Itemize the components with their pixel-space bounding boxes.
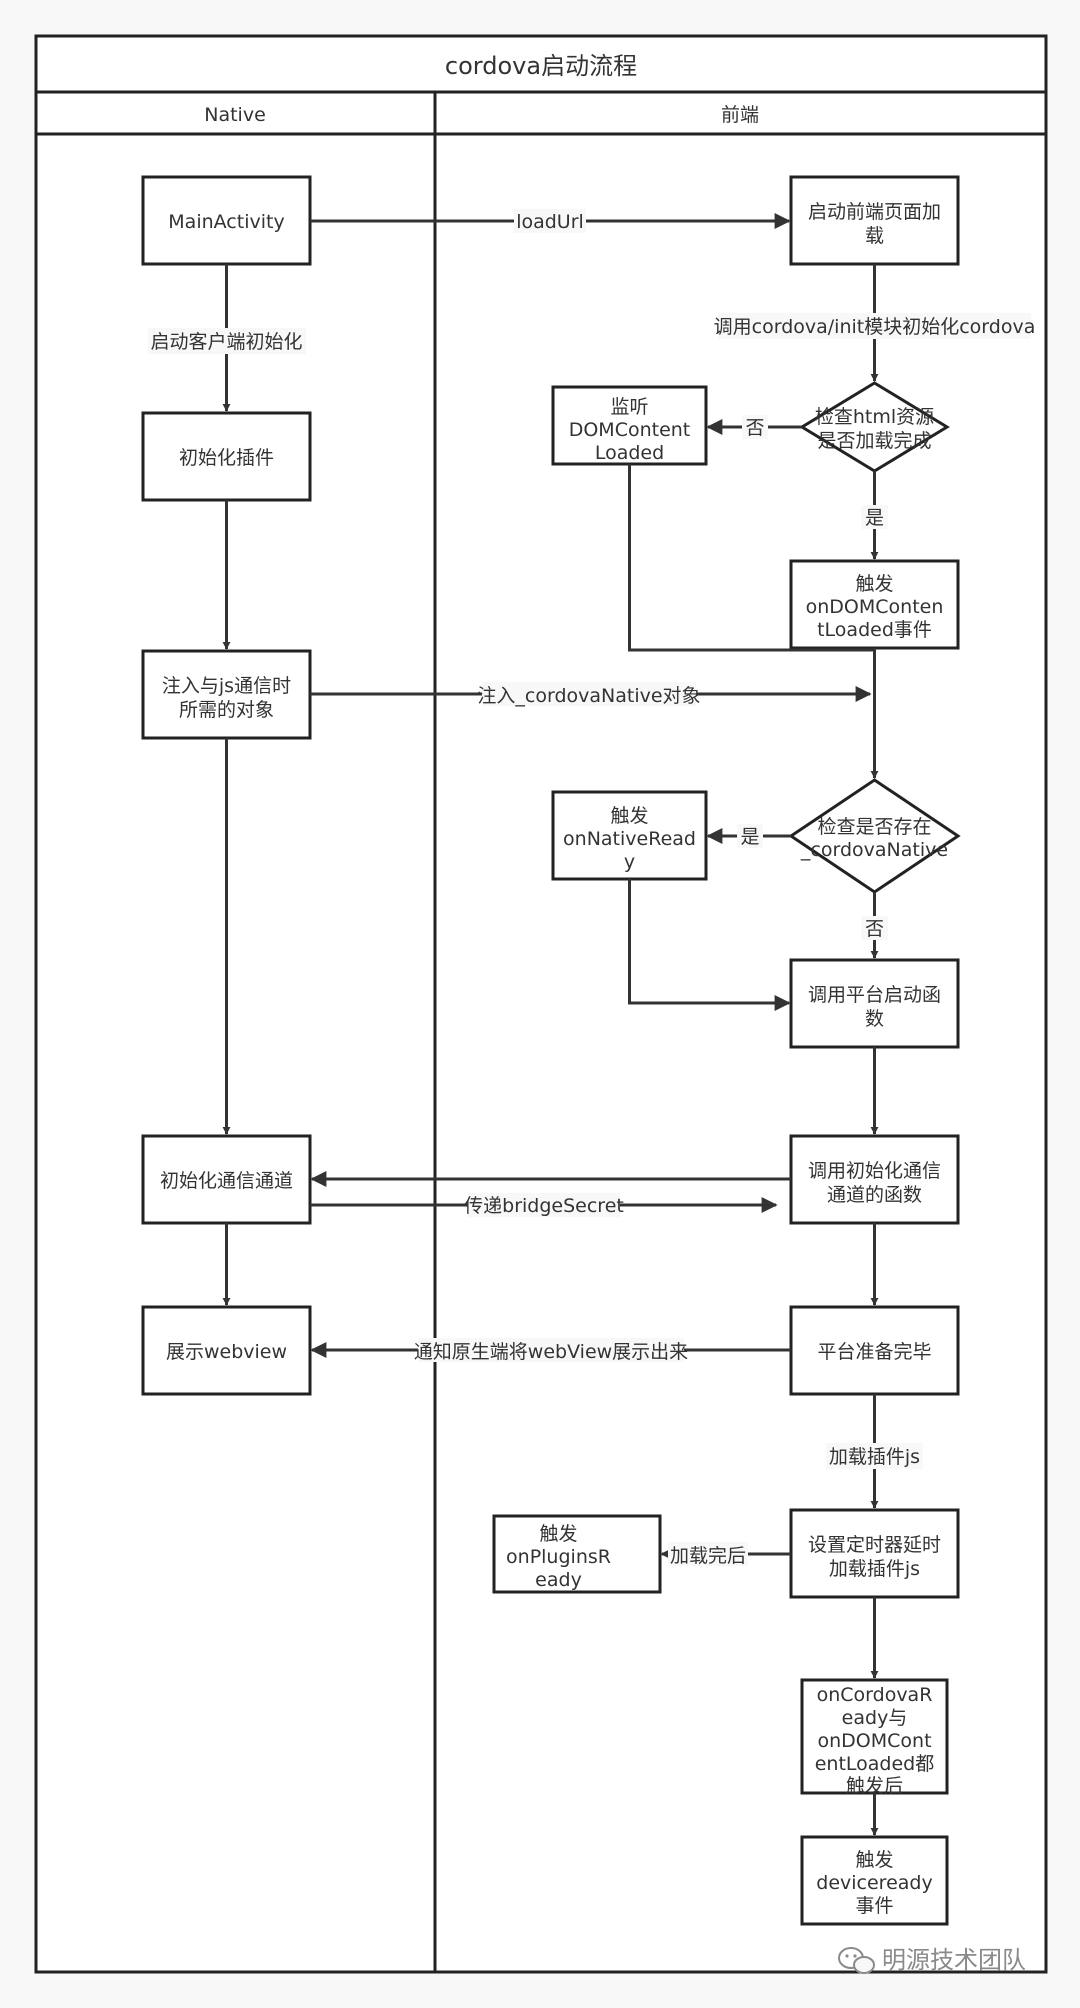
- label-call-init-module: 调用cordova/init模块初始化cordova: [714, 313, 1036, 339]
- node-deviceready: 触发 deviceready 事件: [800, 1835, 949, 1926]
- label-load-plugins: 加载插件js: [826, 1443, 923, 1469]
- svg-text:初始化插件: 初始化插件: [179, 447, 274, 469]
- svg-text:否: 否: [865, 918, 884, 940]
- label-notify-show: 通知原生端将webView展示出来: [414, 1338, 688, 1363]
- node-platform-ready: 平台准备完毕: [789, 1305, 960, 1396]
- svg-text:_cordovaNative: _cordovaNative: [800, 839, 948, 861]
- svg-text:触发: 触发: [610, 805, 648, 827]
- svg-text:否: 否: [745, 417, 764, 439]
- svg-text:事件: 事件: [855, 1895, 893, 1917]
- label-yes-2: 是: [737, 824, 763, 848]
- svg-text:注入与js通信时: 注入与js通信时: [162, 675, 291, 697]
- svg-text:deviceready: deviceready: [816, 1872, 932, 1894]
- node-call-init-channel: 调用初始化通信 通道的函数: [789, 1134, 960, 1225]
- svg-text:onNativeRead: onNativeRead: [563, 828, 696, 850]
- svg-text:检查是否存在: 检查是否存在: [817, 816, 931, 838]
- label-inject-native: 注入_cordovaNative对象: [477, 682, 701, 707]
- svg-text:是: 是: [740, 826, 759, 848]
- label-pass-secret: 传递bridgeSecret: [464, 1193, 624, 1217]
- node-check-html-diamond: 检查html资源 是否加载完成: [799, 381, 950, 473]
- wechat-icon: [838, 1947, 875, 1974]
- svg-text:初始化通信通道: 初始化通信通道: [160, 1170, 293, 1192]
- node-both-fired: onCordovaR eady与 onDOMCont entLoaded都 触发…: [800, 1678, 949, 1797]
- node-check-native-diamond: 检查是否存在 _cordovaNative: [788, 778, 961, 894]
- svg-text:是否加载完成: 是否加载完成: [817, 430, 931, 452]
- diagram-title: cordova启动流程: [445, 52, 637, 80]
- lane-frontend: 前端: [721, 104, 759, 126]
- svg-text:触发: 触发: [539, 1523, 577, 1545]
- svg-text:通道的函数: 通道的函数: [827, 1184, 922, 1206]
- svg-text:所需的对象: 所需的对象: [179, 699, 274, 721]
- node-listen-dom: 监听 DOMContent Loaded: [551, 385, 708, 466]
- node-init-channel: 初始化通信通道: [141, 1134, 312, 1225]
- svg-text:调用平台启动函: 调用平台启动函: [808, 984, 941, 1006]
- svg-text:DOMContent: DOMContent: [569, 419, 691, 441]
- svg-text:触发: 触发: [855, 1849, 893, 1871]
- lane-native: Native: [204, 104, 266, 126]
- node-show-webview: 展示webview: [141, 1305, 312, 1396]
- svg-text:设置定时器延时: 设置定时器延时: [808, 1534, 941, 1556]
- node-call-platform: 调用平台启动函 数: [789, 958, 960, 1049]
- watermark: 明源技术团队: [838, 1946, 1026, 1974]
- svg-text:MainActivity: MainActivity: [168, 211, 284, 233]
- svg-text:eady与: eady与: [842, 1707, 908, 1729]
- label-no-2: 否: [861, 916, 888, 940]
- svg-text:通知原生端将webView展示出来: 通知原生端将webView展示出来: [414, 1341, 688, 1363]
- svg-text:载: 载: [865, 225, 884, 247]
- svg-text:传递bridgeSecret: 传递bridgeSecret: [464, 1195, 624, 1217]
- node-fire-plugins-ready: 触发 onPluginsR eady: [492, 1514, 662, 1594]
- svg-text:数: 数: [865, 1008, 884, 1030]
- svg-text:onDOMConten: onDOMConten: [806, 596, 944, 618]
- node-main-activity: MainActivity: [141, 175, 312, 266]
- svg-text:启动前端页面加: 启动前端页面加: [808, 201, 941, 223]
- label-after-load: 加载完后: [668, 1542, 748, 1567]
- svg-text:Loaded: Loaded: [595, 442, 664, 464]
- label-load-url: loadUrl: [514, 209, 586, 233]
- svg-text:加载插件js: 加载插件js: [829, 1446, 920, 1468]
- node-set-timer: 设置定时器延时 加载插件js: [789, 1508, 960, 1599]
- svg-text:启动客户端初始化: 启动客户端初始化: [150, 331, 302, 353]
- label-yes-1: 是: [861, 505, 888, 529]
- svg-text:明源技术团队: 明源技术团队: [882, 1946, 1026, 1974]
- svg-text:y: y: [624, 851, 635, 873]
- svg-text:触发后: 触发后: [846, 1775, 903, 1797]
- node-fire-dom-loaded: 触发 onDOMConten tLoaded事件: [789, 559, 960, 650]
- node-start-page: 启动前端页面加 载: [789, 175, 960, 266]
- svg-text:调用cordova/init模块初始化cordova: 调用cordova/init模块初始化cordova: [714, 316, 1036, 338]
- svg-text:检查html资源: 检查html资源: [815, 406, 934, 428]
- svg-text:调用初始化通信: 调用初始化通信: [808, 1160, 941, 1182]
- node-fire-native-ready: 触发 onNativeRead y: [551, 790, 708, 881]
- svg-text:eady: eady: [535, 1569, 582, 1591]
- svg-text:加载完后: 加载完后: [670, 1545, 746, 1567]
- svg-text:加载插件js: 加载插件js: [829, 1558, 920, 1580]
- svg-text:loadUrl: loadUrl: [516, 211, 584, 233]
- label-no-1: 否: [742, 415, 768, 439]
- svg-text:onPluginsR: onPluginsR: [506, 1546, 611, 1568]
- edge-listen-merge: [628, 464, 875, 652]
- svg-text:是: 是: [865, 507, 884, 529]
- svg-text:onDOMCont: onDOMCont: [817, 1730, 931, 1752]
- label-start-client-init: 启动客户端初始化: [148, 328, 306, 354]
- svg-text:监听: 监听: [610, 396, 648, 418]
- svg-text:entLoaded都: entLoaded都: [815, 1753, 935, 1775]
- svg-text:平台准备完毕: 平台准备完毕: [817, 1341, 931, 1363]
- svg-text:tLoaded事件: tLoaded事件: [817, 619, 932, 641]
- svg-text:展示webview: 展示webview: [166, 1341, 287, 1363]
- node-init-plugins: 初始化插件: [141, 411, 312, 502]
- svg-text:onCordovaR: onCordovaR: [817, 1684, 933, 1706]
- svg-text:注入_cordovaNative对象: 注入_cordovaNative对象: [477, 685, 700, 707]
- node-inject-objects: 注入与js通信时 所需的对象: [141, 649, 312, 740]
- edge-native-ready-to-platform: [628, 879, 791, 1011]
- svg-text:触发: 触发: [855, 573, 893, 595]
